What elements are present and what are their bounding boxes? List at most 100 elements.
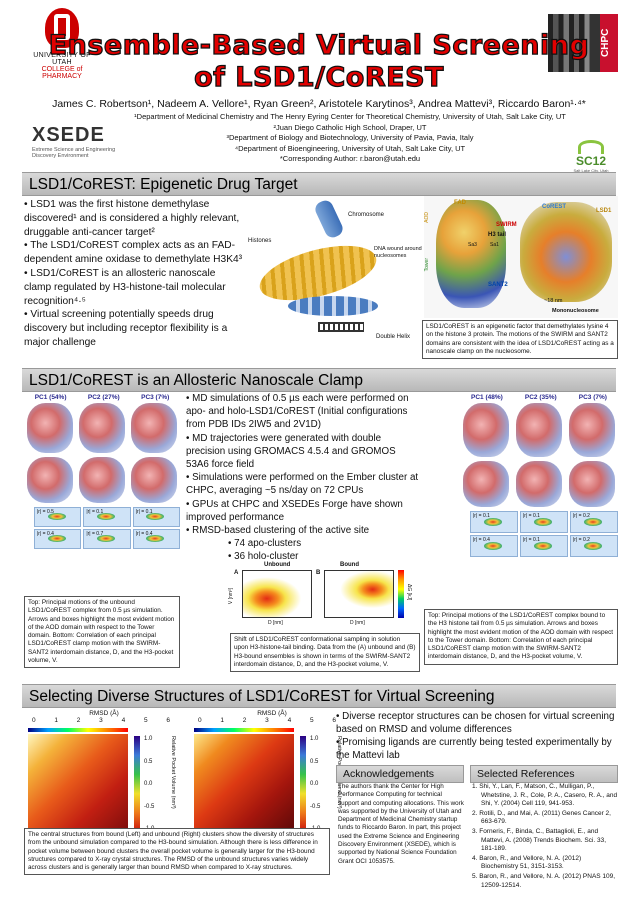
section2-bullets: • MD simulations of 0.5 µs each were per… (186, 392, 420, 564)
rmsd-label-right: RMSD (Å) (257, 710, 287, 717)
section2-caption-right: Top: Principal motions of the LSD1/CoRES… (424, 609, 618, 665)
s1-bullet-4: • Virtual screening potentially speeds d… (24, 309, 228, 348)
sc12-wordmark: SC12 (575, 154, 607, 168)
heatmap-grid-left (28, 734, 128, 834)
tick-label: 2 (76, 717, 81, 724)
chromatin-figure: Chromosome Histones DNA wound around nuc… (248, 196, 422, 366)
s2-subbullet-1: • 74 apo-clusters (228, 538, 302, 550)
heatmap-grid-right (194, 734, 294, 834)
left-pc1-structure-b (27, 457, 73, 503)
affiliations: ¹Department of Medicinal Chemistry and T… (130, 112, 570, 165)
right-pc1-structure (463, 403, 510, 457)
left-pca-panel: PC1 (54%) PC2 (27%) PC3 (7%) |r| = 0.5 |… (24, 394, 180, 594)
s3-bullet-1: • Diverse receptor structures can be cho… (336, 711, 615, 735)
tick-label: 4 (287, 717, 292, 724)
s2-bullet-3: • Simulations were performed on the Embe… (186, 472, 419, 497)
pocket-colorbar-left (134, 736, 140, 832)
left-corr-cell: |r| = 0.4 (34, 529, 82, 549)
tick-label: 1 (220, 717, 225, 724)
label-tower: Tower (424, 258, 430, 272)
xsede-logo: XSEDE Extreme Science and Engineering Di… (32, 124, 128, 159)
utah-seal-icon (45, 8, 79, 48)
tick-label: 1 (54, 717, 59, 724)
s3-bullet-2: • Promising ligands are currently being … (336, 737, 612, 761)
xsede-wordmark: XSEDE (32, 124, 105, 146)
left-pc3-structure-b (131, 457, 177, 503)
s2-bullet-4: • GPUs at CHPC and XSEDEs Forge have sho… (186, 498, 403, 523)
lsd1-structure-figure: FAD SWIRM H3 tail Sa3 Sa1 SANT2 AOD Towe… (424, 196, 618, 318)
right-pc1-structure-b (463, 461, 510, 507)
acknowledgements-text: The authors thank the Center for High Pe… (338, 783, 464, 865)
fel-zlabel: ΔG [kJ] (406, 584, 412, 601)
left-corr-cell: |r| = 0.4 (132, 529, 180, 549)
pocket-label-left: Relative Pocket Volume (nm³) (170, 736, 176, 809)
left-pc2-structure-b (79, 457, 125, 503)
right-pc3-label: PC3 (7%) (578, 394, 607, 401)
affiliation-4: ⁴Department of Bioengineering, Universit… (234, 143, 466, 153)
affiliation-3: ³Department of Biology and Biotechnology… (226, 133, 474, 142)
section1-heading: LSD1/CoREST: Epigenetic Drug Target (22, 172, 616, 196)
s1-bullet-3: • LSD1/CoREST is an allosteric nanoscale… (24, 267, 226, 307)
section1-caption: LSD1/CoREST is an epigenetic factor that… (422, 320, 618, 360)
left-pc3-label: PC3 (7%) (141, 394, 170, 401)
tick-label: 0.5 (144, 758, 153, 765)
tick-label: 0.5 (310, 758, 319, 765)
section2-caption-left: Top: Principal motions of the unbound LS… (24, 596, 180, 669)
left-corr-cell: |r| = 0.1 (83, 507, 131, 527)
label-aod: AOD (424, 212, 430, 223)
s2-subbullet-2: • 36 holo-cluster (228, 551, 299, 563)
title-line2: of LSD1/CoREST (193, 61, 444, 93)
reference-4: 4. Baron, R., and Vellore, N. A. (2012) … (472, 854, 582, 871)
right-pc2-structure (515, 403, 562, 457)
reference-1: 1. Shi, Y., Lan, F., Matson, C., Mulliga… (472, 783, 618, 808)
section3-bullets: • Diverse receptor structures can be cho… (336, 710, 620, 762)
right-corr-cell: |r| = 0.2 (570, 511, 618, 533)
s2-bullet-5: • RMSD-based clustering of the active si… (186, 525, 370, 537)
tick-label: 0 (32, 717, 36, 724)
dna-label: DNA wound around nucleosomes (374, 246, 422, 259)
label-lsd1: LSD1 (596, 208, 612, 214)
lsd1-corest-structure (436, 200, 506, 308)
chromosome-label: Chromosome (348, 212, 385, 218)
section2-heading: LSD1/CoREST is an Allosteric Nanoscale C… (22, 368, 616, 392)
authors: James C. Robertson¹, Nadeem A. Vellore¹,… (52, 98, 586, 110)
affiliation-1: ¹Department of Medicinal Chemistry and T… (134, 112, 566, 121)
references-heading: Selected References (470, 765, 618, 783)
xsede-sub1: Extreme Science and Engineering (32, 147, 116, 153)
fel-b-label: B (316, 570, 321, 576)
tick-label: 0.0 (144, 781, 153, 787)
nucleosome-structure (520, 202, 612, 302)
fel-ylabel: V [nm³] (228, 588, 234, 605)
right-corr-cell: |r| = 0.4 (470, 535, 518, 557)
fel-bound-title: Bound (340, 562, 359, 568)
s2-bullet-2: • MD trajectories were generated with do… (186, 432, 396, 471)
s1-bullet-1: • LSD1 was the first histone demethylase… (24, 199, 240, 238)
right-corr-cell: |r| = 0.1 (470, 511, 518, 533)
helix-label: Double Helix (376, 334, 411, 340)
sc12-swirl-icon (578, 140, 604, 154)
left-corr-cell: |r| = 0.5 (34, 507, 82, 527)
label-swirm: SWIRM (496, 222, 517, 228)
left-pc3-structure (131, 403, 177, 453)
tick-label: 6 (332, 717, 336, 724)
dna-strand (288, 296, 378, 316)
tick-label: 0.0 (310, 781, 319, 787)
tick-label: 0 (198, 717, 202, 724)
right-pc2-structure-b (515, 461, 562, 507)
s1-bullet-2: • The LSD1/CoREST complex acts as an FAD… (24, 240, 243, 266)
tick-label: -0.5 (144, 803, 155, 810)
pocket-ticks-right: 1.00.50.0-0.5-1.0 (310, 736, 320, 832)
right-pc1-label: PC1 (48%) (471, 394, 503, 401)
section3-heading: Selecting Diverse Structures of LSD1/CoR… (22, 684, 616, 708)
left-corr-cell: |r| = 0.7 (83, 529, 131, 549)
right-corr-cell: |r| = 0.2 (570, 535, 618, 557)
tick-label: -0.5 (310, 803, 321, 810)
tick-label: 1.0 (310, 736, 319, 742)
label-scale: ~18 nm (544, 298, 563, 304)
affiliation-2: ²Juan Diego Catholic High School, Draper… (273, 122, 427, 132)
label-fad: FAD (454, 200, 466, 206)
right-pc3-structure-b (568, 461, 615, 507)
fel-colorbar (398, 570, 404, 618)
